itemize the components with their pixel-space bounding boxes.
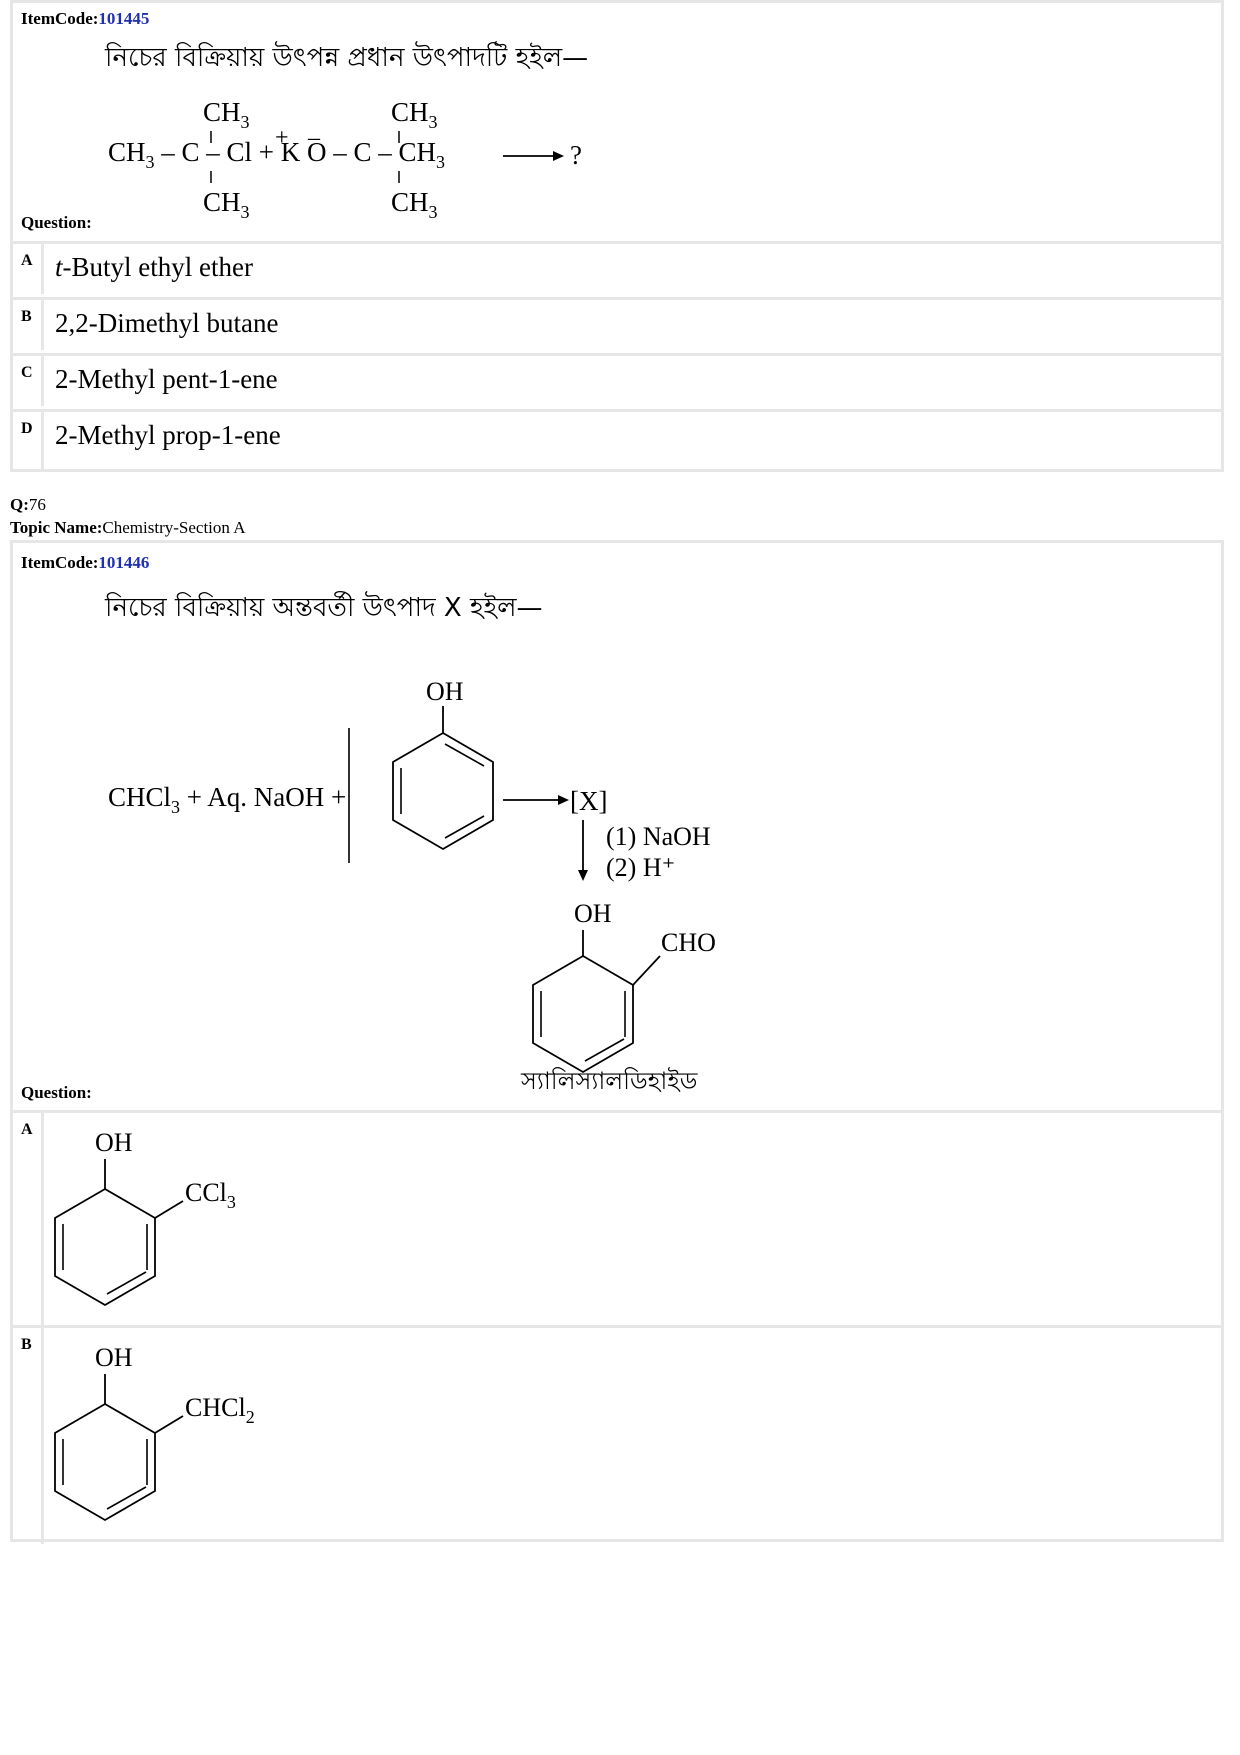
question-label: Question: — [21, 1083, 92, 1102]
option-text: t-Butyl ethyl ether — [55, 252, 253, 282]
reaction-scheme: CHCl3 + Aq. NaOH + OH [X] (1) NaOH (2) H… — [108, 677, 716, 1074]
option-letter: B — [21, 1336, 32, 1353]
reaction-diagram: CH3 CH3 + – CH3 – C – Cl + K O – C – CH3… — [108, 97, 582, 222]
product-name: স্যালিস্যালডিহাইড — [521, 1067, 698, 1095]
option-divider — [41, 356, 44, 406]
left-ch3-top: CH3 — [203, 97, 250, 132]
option-text: 2-Methyl prop-1-ene — [55, 420, 281, 450]
option-letter: C — [21, 364, 33, 381]
product-oh: OH — [574, 899, 612, 928]
item-code: ItemCode:101446 — [21, 553, 149, 573]
option-a-structure: OH CCl3 — [54, 1128, 236, 1307]
step-1: (1) NaOH — [606, 822, 711, 851]
option-a-group: CCl3 — [185, 1178, 236, 1212]
italic-t: t — [55, 252, 63, 282]
option-letter: B — [21, 308, 32, 325]
reaction-main-line: CH3 – C – Cl + K O – C – CH3 — [108, 137, 445, 172]
product-cho: CHO — [661, 928, 716, 957]
topic-value: Chemistry-Section A — [102, 518, 246, 537]
reagents: CHCl3 + Aq. NaOH + — [108, 782, 346, 817]
product-ring — [532, 930, 661, 1074]
option-divider — [41, 412, 44, 472]
option-b[interactable]: B 2,2-Dimethyl butane — [13, 297, 1221, 350]
question-label: Question: — [21, 213, 92, 232]
question-75-panel: ItemCode:101445 নিচের বিক্রিয়ায় উৎপন্ন… — [10, 0, 1224, 472]
question-stem: নিচের বিক্রিয়ায় অন্তবর্তী উৎপাদ X হইল— — [105, 593, 543, 623]
option-b-structure: OH CHCl2 — [54, 1343, 255, 1522]
question-76-panel: ItemCode:101446 নিচের বিক্রিয়ায় অন্তবর… — [10, 540, 1224, 1544]
phenol-ring — [348, 706, 494, 863]
option-divider — [41, 300, 44, 350]
option-divider — [41, 244, 44, 294]
option-a[interactable]: A OH CCl3 — [13, 1110, 1221, 1325]
option-a[interactable]: A t-Butyl ethyl ether — [13, 241, 1221, 294]
minus-charge: – — [307, 125, 321, 151]
q-label: Q: — [10, 495, 29, 514]
option-divider — [41, 1113, 44, 1325]
option-c[interactable]: C 2-Methyl pent-1-ene — [13, 353, 1221, 406]
left-ch3-bottom: CH3 — [203, 187, 250, 222]
option-letter: D — [21, 420, 33, 437]
intermediate-x: [X] — [570, 786, 607, 816]
right-ch3-bottom: CH3 — [391, 187, 438, 222]
item-code: ItemCode:101445 — [21, 9, 149, 29]
option-b-oh: OH — [95, 1343, 133, 1372]
topic-label: Topic Name: — [10, 518, 103, 537]
item-code-value: 101445 — [98, 9, 150, 28]
option-b[interactable]: B OH CHCl2 — [13, 1325, 1221, 1544]
option-divider — [41, 1328, 44, 1544]
question-stem: নিচের বিক্রিয়ায় উৎপন্ন প্রধান উৎপাদটি … — [105, 43, 589, 73]
phenol-oh: OH — [426, 677, 464, 706]
item-code-label: ItemCode: — [21, 9, 99, 28]
topic-name: Topic Name:Chemistry-Section A — [10, 518, 245, 538]
option-b-group: CHCl2 — [185, 1393, 255, 1427]
option-letter: A — [21, 1121, 33, 1138]
option-a-oh: OH — [95, 1128, 133, 1157]
option-text: 2-Methyl pent-1-ene — [55, 364, 278, 394]
option-letter: A — [21, 252, 33, 269]
reaction-result: ? — [570, 140, 582, 170]
item-code-label: ItemCode: — [21, 553, 99, 572]
option-text: 2,2-Dimethyl butane — [55, 308, 279, 338]
question-number: Q:76 — [10, 495, 46, 515]
plus-charge: + — [275, 125, 289, 151]
item-code-value: 101446 — [98, 553, 150, 572]
option-d[interactable]: D 2-Methyl prop-1-ene — [13, 409, 1221, 472]
step-2: (2) H⁺ — [606, 853, 675, 882]
right-ch3-top: CH3 — [391, 97, 438, 132]
q-number: 76 — [28, 495, 46, 514]
